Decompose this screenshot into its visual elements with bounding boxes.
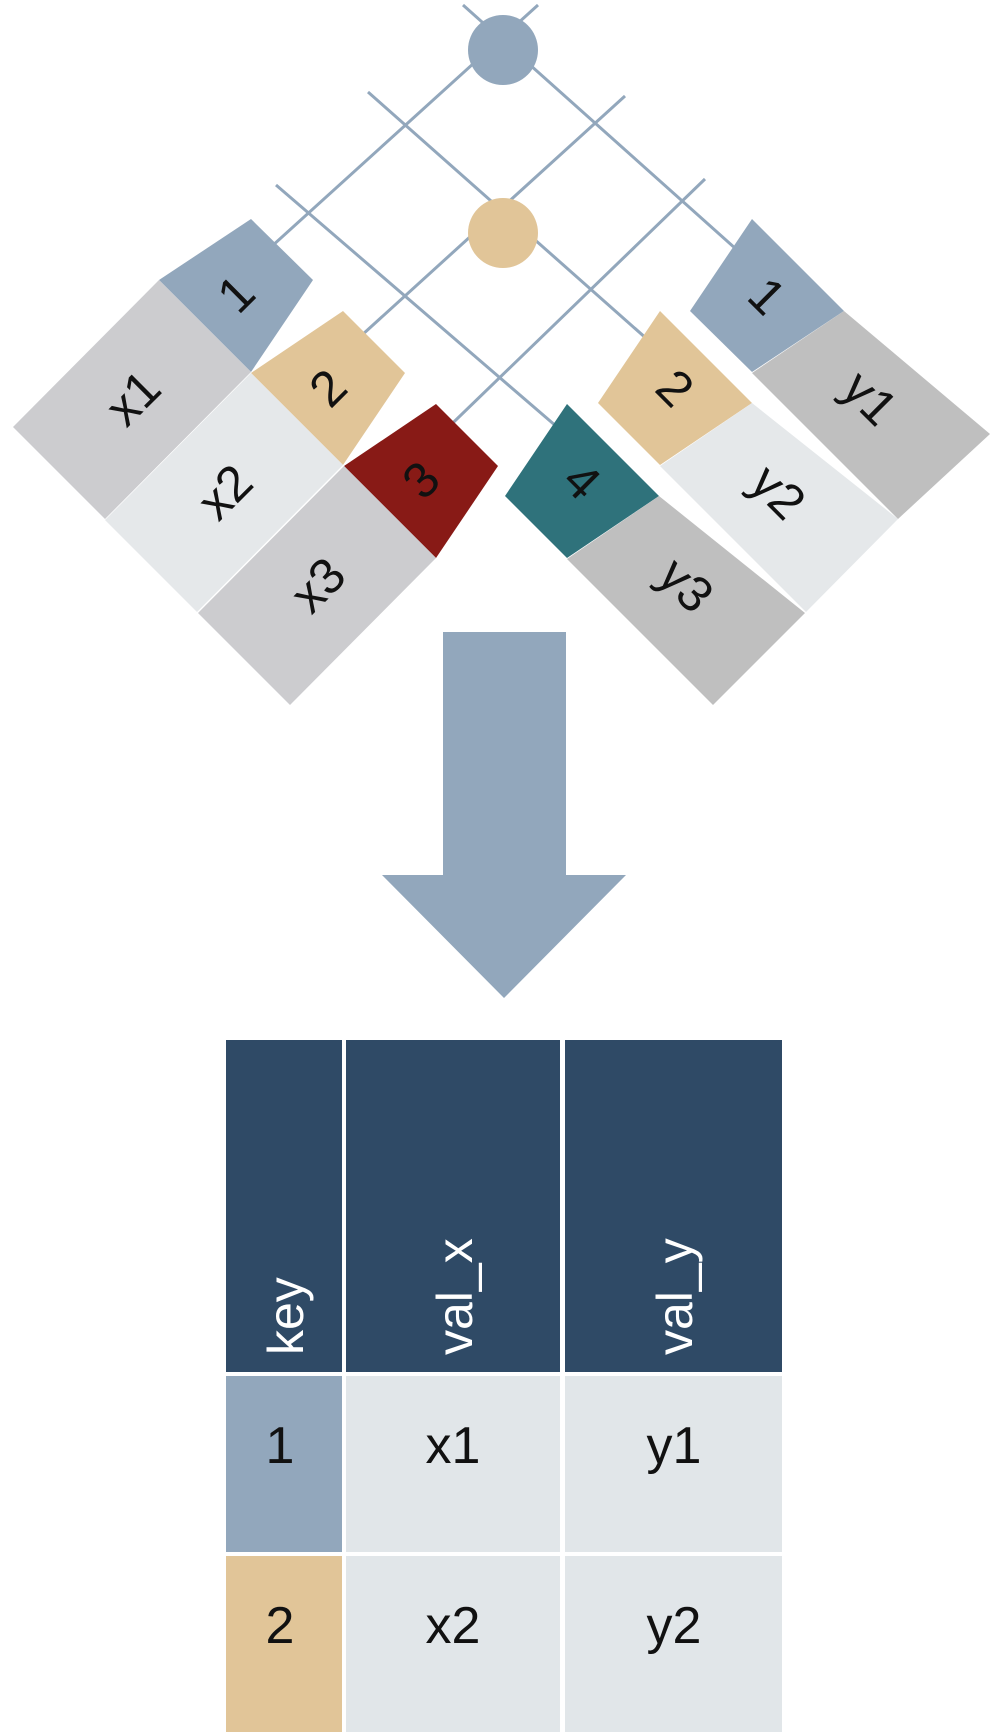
- row-1-key-cell: [226, 1376, 342, 1552]
- row-1-val-x-cell: [346, 1376, 560, 1552]
- right-value-cell-1: [752, 311, 990, 519]
- row-1-key-label: 1: [266, 1417, 295, 1475]
- row-1-val-x-label: x1: [426, 1417, 481, 1475]
- row-2-val-y-cell: [565, 1556, 782, 1732]
- right-key-cell-1: [690, 219, 844, 372]
- result-table: key val_x val_y 1 x1 y1 2 x2 y2: [226, 1040, 782, 1732]
- right-table: 1 2 4 y1 y2 y3: [505, 219, 990, 705]
- left-key-cell-2: [251, 311, 405, 465]
- header-label-key: key: [258, 1277, 314, 1355]
- left-value-cell-1: [13, 280, 251, 519]
- row-2-val-x-label: x2: [426, 1597, 481, 1655]
- header-cell-val-x: [346, 1040, 560, 1372]
- right-value-cell-2: [660, 403, 898, 612]
- row-2-key-label: 2: [266, 1597, 295, 1655]
- row-2-val-y-label: y2: [647, 1597, 702, 1655]
- header-cell-val-y: [565, 1040, 782, 1372]
- left-table: 1 2 3 x1 x2 x3: [13, 219, 498, 705]
- right-value-cell-3: [567, 496, 805, 705]
- right-key-cell-2: [598, 311, 752, 465]
- match-dot-2: [468, 198, 538, 268]
- row-1-val-y-label: y1: [647, 1417, 702, 1475]
- left-value-cell-3: [198, 466, 436, 705]
- row-2-val-x-cell: [346, 1556, 560, 1732]
- down-arrow: [382, 632, 626, 998]
- header-cell-key: [226, 1040, 342, 1372]
- left-key-cell-3: [344, 404, 498, 558]
- header-label-val-x: val_x: [427, 1238, 483, 1355]
- match-dot-1: [468, 15, 538, 85]
- row-1-val-y-cell: [565, 1376, 782, 1552]
- left-value-cell-2: [105, 373, 343, 612]
- header-label-val-y: val_y: [647, 1238, 703, 1355]
- row-2-key-cell: [226, 1556, 342, 1732]
- right-key-cell-3: [505, 404, 659, 558]
- left-key-cell-1: [159, 219, 313, 372]
